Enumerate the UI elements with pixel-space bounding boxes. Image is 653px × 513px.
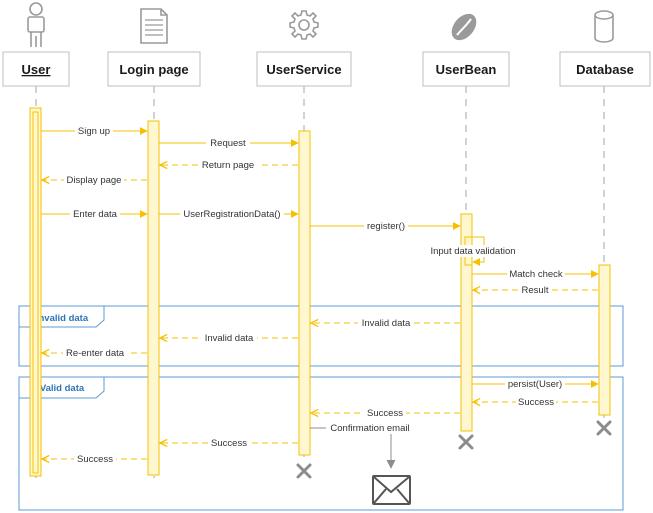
envelope-icon: [372, 475, 411, 505]
activation-login: [147, 120, 160, 476]
message-sign-up: Sign up: [41, 125, 148, 137]
activation-bars: [29, 107, 611, 477]
termination-db: [596, 420, 612, 436]
message-re-enter-data: Re-enter data: [42, 347, 147, 359]
participant-database: Database: [559, 51, 651, 87]
message-label: Success: [77, 454, 113, 465]
actor-icon: [27, 2, 45, 47]
message-label: Sign up: [78, 126, 110, 137]
message-success-service: Success: [311, 407, 460, 419]
activation-user-inner: [32, 111, 39, 474]
message-display-page: Display page: [42, 174, 147, 186]
message-request: Request: [159, 137, 299, 149]
message-input-data-validation: Input data validation: [427, 236, 519, 266]
activation-bean: [460, 213, 473, 432]
termination-service: [296, 463, 312, 479]
message-enter-data: Enter data: [41, 208, 148, 220]
participant-login-page: Login page: [107, 51, 201, 87]
message-success-user: Success: [42, 453, 147, 465]
message-label: register(): [367, 221, 405, 232]
message-invalid-data-service: Invalid data: [311, 317, 460, 329]
database-icon: [594, 10, 614, 43]
message-label: UserRegistrationData(): [183, 209, 280, 220]
message-label: Result: [522, 285, 549, 296]
confirmation-email-label: Confirmation email: [330, 423, 409, 434]
message-invalid-data-login: Invalid data: [160, 332, 298, 344]
termination-markers: [296, 420, 612, 479]
message-label: Success: [518, 397, 554, 408]
message-success-bean: Success: [473, 396, 598, 408]
message-label: Success: [211, 438, 247, 449]
message-label: persist(User): [508, 379, 562, 390]
message-label: Input data validation: [430, 246, 515, 257]
activation-db: [598, 264, 611, 416]
fragment-label: Invalid data: [36, 313, 89, 324]
message-label: Request: [210, 138, 246, 149]
participant-label: Database: [576, 62, 634, 77]
message-result: Result: [473, 284, 598, 296]
message-label: Invalid data: [205, 333, 254, 344]
message-register: register(): [310, 220, 461, 232]
termination-bean: [458, 434, 474, 450]
message-label: Enter data: [73, 209, 118, 220]
confirmation-email: Confirmation email: [310, 422, 414, 505]
message-success-login: Success: [160, 437, 298, 449]
participant-user-bean: UserBean: [422, 51, 510, 87]
message-match-check: Match check: [472, 268, 599, 280]
fragment-label: Valid data: [40, 383, 85, 394]
message-label: Match check: [509, 269, 563, 280]
participant-label: User: [22, 62, 51, 77]
gear-icon: [289, 10, 319, 40]
messages: Sign up Request Return page Display page…: [41, 125, 599, 465]
participant-user-service: UserService: [256, 51, 352, 87]
message-label: Return page: [202, 160, 254, 171]
participant-label: UserBean: [436, 62, 497, 77]
participant-label: UserService: [266, 62, 341, 77]
message-label: Display page: [67, 175, 122, 186]
message-user-registration-data: UserRegistrationData(): [159, 208, 299, 220]
message-label: Success: [367, 408, 403, 419]
participant-user: User: [2, 51, 70, 87]
coffee-bean-icon: [451, 13, 477, 41]
participant-label: Login page: [119, 62, 188, 77]
message-return-page: Return page: [160, 159, 298, 171]
message-persist-user: persist(User): [472, 378, 599, 390]
message-label: Invalid data: [362, 318, 411, 329]
activation-user: [29, 107, 42, 477]
lifelines: [35, 86, 605, 478]
message-label: Re-enter data: [66, 348, 125, 359]
document-icon: [140, 8, 168, 44]
activation-service: [298, 130, 311, 456]
